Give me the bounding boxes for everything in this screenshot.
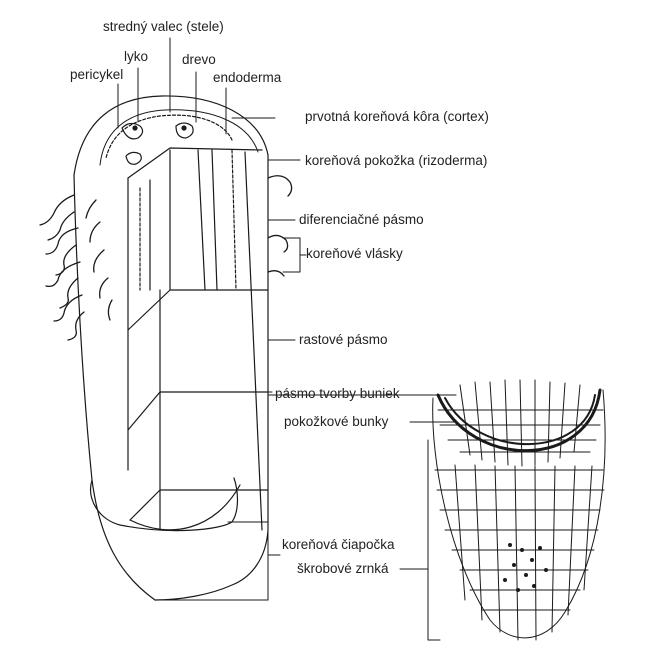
cut-block-top (127, 147, 263, 179)
xylem-dot-1 (132, 125, 138, 131)
label-xylem: drevo (182, 52, 216, 67)
starch-grains (503, 543, 548, 592)
tip-stele-band-2 (444, 394, 596, 446)
xylem-dot-2 (181, 125, 187, 131)
label-starch-grains: škrobové zrnká (297, 561, 389, 576)
label-phloem: lyko (124, 49, 149, 64)
root-hairs (39, 175, 293, 341)
phloem-blob-1 (121, 122, 144, 140)
label-stele: stredný valec (stele) (103, 19, 224, 34)
root-top-outline (73, 95, 269, 176)
label-differentiation-zone: diferenciačné pásmo (299, 212, 424, 227)
leader-root-hairs (282, 237, 301, 273)
label-leader-lines (117, 37, 457, 570)
label-epidermal-cells: pokožkové bunky (284, 414, 389, 429)
stele-cut-line-3 (197, 149, 206, 291)
phloem-blob-3 (125, 151, 142, 165)
tip-stele-band (436, 388, 602, 453)
root-left-surface (73, 174, 156, 601)
root-cap-outline (90, 477, 239, 532)
zone-boundary-1 (127, 289, 269, 331)
root-right-surface (154, 154, 269, 601)
label-root-hairs: koreňové vlásky (306, 246, 403, 261)
label-endodermis: endoderma (213, 70, 282, 85)
label-pericycle: pericykel (70, 67, 124, 82)
phloem-blob-2 (175, 122, 194, 139)
tip-bracket (427, 439, 441, 641)
root-tip-detail (427, 379, 606, 641)
label-meristem-zone: pásmo tvorby buniek (275, 386, 400, 401)
endodermis-ring (105, 114, 233, 159)
label-elongation-zone: rastové pásmo (299, 332, 388, 347)
zone-boundary-3 (129, 489, 269, 521)
tip-outer (432, 389, 606, 639)
stele-cut-line-4 (211, 149, 218, 291)
root-cap-box (154, 521, 269, 601)
root-section-drawing (73, 95, 296, 601)
label-cortex: prvotná koreňová kôra (cortex) (305, 109, 489, 124)
stele-cut-line-5 (231, 149, 237, 291)
label-root-cap: koreňová čiapočka (282, 537, 395, 552)
cortex-inner-ring (99, 109, 259, 166)
cortex-cut-line (244, 151, 263, 531)
label-rhizodermis: koreňová pokožka (rizoderma) (305, 153, 488, 168)
zone-boundary-2 (127, 391, 269, 431)
root-cap-inner (129, 484, 241, 531)
